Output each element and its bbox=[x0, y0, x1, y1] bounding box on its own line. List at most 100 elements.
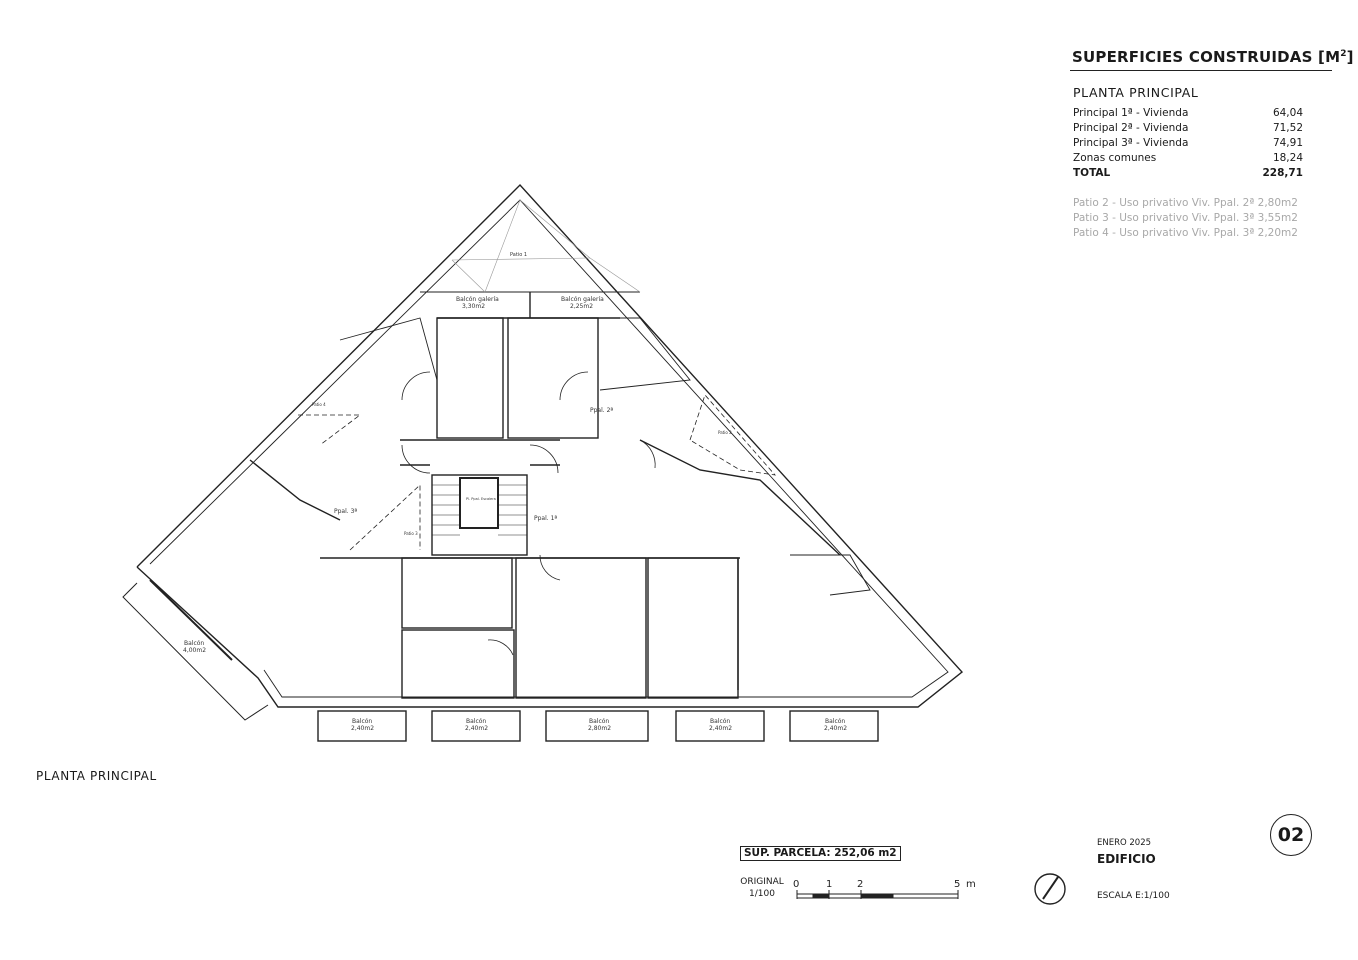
patio4-label: Patio 4 bbox=[312, 402, 326, 407]
balcon-left-label: Balcón bbox=[184, 640, 204, 647]
surfaces-heading-close: ] bbox=[1346, 48, 1354, 66]
building-label: EDIFICIO bbox=[1097, 852, 1156, 866]
area-row: Principal 3ª - Vivienda 74,91 bbox=[1073, 136, 1303, 151]
right-room bbox=[790, 554, 871, 596]
scale-tick-label: 1 bbox=[826, 879, 832, 890]
area-label: Principal 3ª - Vivienda bbox=[1073, 137, 1189, 149]
area-label: Principal 1ª - Vivienda bbox=[1073, 107, 1189, 119]
patio-notes: Patio 2 - Uso privativo Viv. Ppal. 2ª 2,… bbox=[1073, 196, 1298, 241]
balcony-outline bbox=[317, 710, 407, 742]
balcony-area: 2,40m2 bbox=[465, 725, 488, 732]
area-label: Principal 2ª - Vivienda bbox=[1073, 122, 1189, 134]
scale-tick-label: 0 bbox=[793, 879, 799, 890]
balcony-outline bbox=[789, 710, 879, 742]
patio1-hatch bbox=[589, 257, 641, 293]
room-outline bbox=[401, 629, 515, 699]
patio3-outline bbox=[349, 484, 421, 551]
room-outline bbox=[647, 557, 739, 699]
ppal2-label: Ppal. 2ª bbox=[590, 407, 613, 414]
area-row: Zonas comunes 18,24 bbox=[1073, 151, 1303, 166]
door-arc bbox=[529, 444, 559, 474]
ppal1-label: Ppal. 1ª bbox=[534, 515, 557, 522]
balcony-outline bbox=[675, 710, 765, 742]
total-label: TOTAL bbox=[1073, 167, 1111, 179]
patio-note: Patio 2 - Uso privativo Viv. Ppal. 2ª 2,… bbox=[1073, 197, 1298, 209]
patio1-label: Patio 1 bbox=[510, 252, 527, 258]
scale-label: ESCALA E:1/100 bbox=[1097, 891, 1170, 901]
surfaces-heading-text: SUPERFICIES CONSTRUIDAS [M bbox=[1072, 48, 1341, 66]
patio2-label: Patio 2 bbox=[718, 430, 732, 435]
patio4-outline bbox=[298, 414, 362, 446]
area-value: 74,91 bbox=[1272, 137, 1303, 149]
surfaces-heading-sup: 2 bbox=[1340, 49, 1347, 59]
plan-label: PLANTA PRINCIPAL bbox=[36, 769, 157, 783]
area-row: Principal 1ª - Vivienda 64,04 bbox=[1073, 106, 1303, 121]
balcon-galeria-label: Balcón galería bbox=[456, 296, 499, 303]
parcela-box: SUP. PARCELA: 252,06 m2 bbox=[740, 846, 901, 861]
north-arrow-icon bbox=[1034, 873, 1066, 905]
area-value: 71,52 bbox=[1272, 122, 1303, 134]
door-arc bbox=[487, 639, 514, 656]
patio1-hatch bbox=[451, 259, 486, 293]
area-label: Zonas comunes bbox=[1073, 152, 1157, 164]
patio1-hatch bbox=[519, 199, 591, 259]
balcony-area: 2,40m2 bbox=[351, 725, 374, 732]
door-arc bbox=[539, 554, 561, 581]
areas-table: Principal 1ª - Vivienda 64,04 Principal 2… bbox=[1073, 106, 1303, 181]
left-room bbox=[339, 317, 438, 381]
lift-shaft bbox=[459, 477, 499, 529]
balcony-label: Balcón bbox=[825, 718, 845, 725]
patio2-outline bbox=[689, 394, 777, 476]
balcony-area: 2,40m2 bbox=[824, 725, 847, 732]
right-wall bbox=[639, 439, 841, 556]
balcony-area: 2,40m2 bbox=[709, 725, 732, 732]
area-value: 64,04 bbox=[1272, 107, 1303, 119]
heading-underline bbox=[1070, 70, 1332, 71]
ppal3-label: Ppal. 3ª bbox=[334, 508, 357, 515]
outer-wall bbox=[136, 183, 964, 708]
left-balcony-rail bbox=[149, 579, 233, 661]
original-ratio: 1/100 bbox=[749, 889, 775, 899]
room-outline bbox=[515, 557, 647, 699]
patio-note: Patio 4 - Uso privativo Viv. Ppal. 3ª 2,… bbox=[1073, 227, 1298, 239]
patio-note: Patio 3 - Uso privativo Viv. Ppal. 3ª 3,… bbox=[1073, 212, 1298, 224]
balcony-label: Balcón bbox=[710, 718, 730, 725]
scale-tick-label: m bbox=[966, 879, 976, 890]
balcony-outline bbox=[545, 710, 649, 742]
balcony-area: 2,80m2 bbox=[588, 725, 611, 732]
patio1-hatch bbox=[451, 257, 591, 261]
scale-bar bbox=[796, 890, 959, 899]
room-outline bbox=[401, 557, 513, 629]
scale-tick-label: 2 bbox=[857, 879, 863, 890]
balcony-label: Balcón bbox=[466, 718, 486, 725]
door-arc bbox=[401, 371, 431, 401]
stair-steps bbox=[432, 484, 527, 536]
sheet-number: 02 bbox=[1270, 814, 1312, 856]
balcon-left-area: 4,00m2 bbox=[183, 647, 206, 654]
original-label: ORIGINAL bbox=[740, 877, 784, 887]
total-value: 228,71 bbox=[1262, 167, 1303, 179]
date-label: ENERO 2025 bbox=[1097, 838, 1152, 848]
door-arc bbox=[559, 371, 589, 401]
balcony-outline bbox=[431, 710, 521, 742]
patio3-label: Patio 3 bbox=[404, 531, 418, 536]
patio1-hatch bbox=[484, 199, 521, 293]
area-total-row: TOTAL 228,71 bbox=[1073, 166, 1303, 181]
door-arc bbox=[401, 444, 431, 474]
left-wall bbox=[249, 459, 341, 521]
surfaces-heading: SUPERFICIES CONSTRUIDAS [M2] bbox=[1072, 48, 1354, 66]
area-row: Principal 2ª - Vivienda 71,52 bbox=[1073, 121, 1303, 136]
scale-tick-label: 5 bbox=[954, 879, 960, 890]
room-outline bbox=[507, 317, 599, 439]
room-outline bbox=[436, 317, 504, 439]
balcon-galeria-area: 2,25m2 bbox=[570, 303, 593, 310]
left-room bbox=[599, 317, 691, 391]
left-balcony bbox=[122, 582, 269, 721]
area-value: 18,24 bbox=[1272, 152, 1303, 164]
balcony-label: Balcón bbox=[589, 718, 609, 725]
original-scale: ORIGINAL 1/100 bbox=[740, 876, 784, 900]
planta-subheading: PLANTA PRINCIPAL bbox=[1073, 85, 1199, 100]
balcony-label: Balcón bbox=[352, 718, 372, 725]
